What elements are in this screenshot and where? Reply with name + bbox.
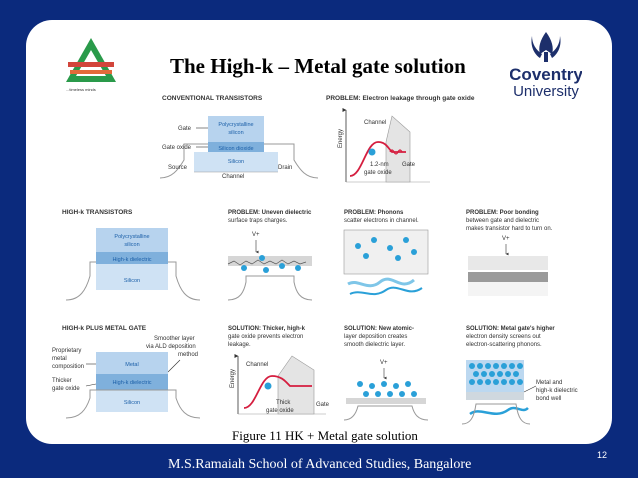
hkmg-thick-2: gate oxide <box>52 386 80 392</box>
phonons-diagram <box>343 229 429 296</box>
leak-channel-label: Channel <box>364 120 386 126</box>
bonding-line3: makes transistor hard to turn on. <box>466 226 553 232</box>
logo-university: University <box>513 83 579 100</box>
conv-source-label: Source <box>168 165 188 171</box>
ald-line1: SOLUTION: New atomic- <box>344 326 414 332</box>
phonons-line2: scatter electrons in channel. <box>344 218 419 224</box>
hk-layer-highk: High-k dielectric <box>112 257 151 263</box>
hkmg-note-1: Smoother layer <box>154 336 195 342</box>
ald-line3: smooth dielectric layer. <box>344 342 405 348</box>
conventional-transistor-diagram: Polycrystalline silicon Silicon dioxide … <box>159 116 319 180</box>
hkmg-transistor-diagram: Smoother layer via ALD deposition method… <box>52 336 201 419</box>
thicker-channel-label: Channel <box>246 362 268 368</box>
hkmg-prop-1: Proprietary <box>52 348 81 354</box>
conv-layer-sio2: Silicon dioxide <box>218 146 253 152</box>
traps-diagram: V+ <box>227 232 313 301</box>
conv-layer-poly-2: silicon <box>228 130 243 136</box>
logo-tagline: ...timeless minds <box>66 87 96 92</box>
ald-diagram: V+ <box>343 360 429 421</box>
conv-layer-si: Silicon <box>228 159 244 165</box>
thicker-gate-label: Gate <box>316 402 330 408</box>
leakage-energy-diagram: Energy Channel 1.2-nm gate oxide Gate <box>338 108 430 183</box>
hkmg-prop-2: metal <box>52 356 67 362</box>
hkmg-thick-1: Thicker <box>52 378 72 384</box>
hkmg-layer-si: Silicon <box>124 400 140 406</box>
traps-line2: surface traps charges. <box>228 218 288 224</box>
thicker-energy-label: Energy <box>230 369 236 388</box>
conv-drain-label: Drain <box>278 165 292 171</box>
conv-layer-poly-1: Polycrystalline <box>218 122 253 128</box>
conv-gate-oxide-label: Gate oxide <box>162 145 192 151</box>
traps-v-label: V+ <box>252 232 260 238</box>
leak-thickness-2: gate oxide <box>364 170 392 176</box>
crest-icon <box>531 32 561 62</box>
thicker-thick-2: gate oxide <box>266 408 294 414</box>
thicker-line2: gate oxide prevents electron <box>228 334 303 340</box>
phonons-line1: PROBLEM: Phonons <box>344 210 404 216</box>
coventry-university-logo: Coventry University <box>510 32 582 100</box>
ald-line2: layer deposition creates <box>344 334 407 340</box>
hkmg-note-3: method <box>178 352 198 358</box>
page-number: 12 <box>597 450 608 460</box>
conventional-heading: CONVENTIONAL TRANSISTORS <box>162 95 263 102</box>
left-institution-logo <box>64 36 118 88</box>
hkmg-prop-3: composition <box>52 364 84 370</box>
metal-bond-2: high-k dielectric <box>536 388 578 394</box>
metal-bond-1: Metal and <box>536 380 562 386</box>
hkmg-layer-highk: High-k dielectric <box>112 380 151 386</box>
thicker-line3: leakage. <box>228 342 251 348</box>
highk-heading: HIGH-k TRANSISTORS <box>62 209 133 216</box>
metal-bond-3: bond well <box>536 396 561 402</box>
hkmg-note-2: via ALD deposition <box>146 344 196 350</box>
metal-diagram: Metal and high-k dielectric bond well <box>461 360 578 425</box>
slide-title: The High-k – Metal gate solution <box>170 54 466 78</box>
metal-line3: electron-scattering phonons. <box>466 342 542 348</box>
hk-layer-poly-2: silicon <box>124 242 139 248</box>
bonding-diagram: V+ <box>468 236 548 296</box>
hkmg-heading: HIGH-k PLUS METAL GATE <box>62 325 147 332</box>
conv-gate-label: Gate <box>178 126 192 132</box>
problem-leakage-heading: PROBLEM: Electron leakage through gate o… <box>326 95 475 102</box>
hk-layer-si: Silicon <box>124 278 140 284</box>
hk-layer-poly-1: Polycrystalline <box>114 234 149 240</box>
bonding-line2: between gate and dielectric <box>466 218 539 224</box>
logo-coventry: Coventry <box>510 65 582 84</box>
metal-line1: SOLUTION: Metal gate's higher <box>466 326 555 332</box>
thicker-thick-1: Thick <box>276 400 291 406</box>
thicker-energy-diagram: Energy Channel Thick gate oxide Gate <box>230 354 330 415</box>
figure-caption: Figure 11 HK + Metal gate solution <box>232 428 418 443</box>
conv-channel-label: Channel <box>222 174 244 180</box>
leak-thickness-1: 1.2-nm <box>370 162 389 168</box>
bonding-v-label: V+ <box>502 236 510 242</box>
slide-footer: M.S.Ramaiah School of Advanced Studies, … <box>168 457 472 472</box>
metal-line2: electron density screens out <box>466 334 541 340</box>
traps-line1: PROBLEM: Uneven dielectric <box>228 210 312 216</box>
thicker-line1: SOLUTION: Thicker, high-k <box>228 326 306 332</box>
leak-energy-label: Energy <box>338 129 344 148</box>
hkmg-layer-metal: Metal <box>125 362 138 368</box>
bonding-line1: PROBLEM: Poor bonding <box>466 210 539 216</box>
ald-v-label: V+ <box>380 360 388 366</box>
highk-transistor-diagram: Polycrystalline silicon High-k dielectri… <box>65 228 201 301</box>
leak-gate-label: Gate <box>402 162 416 168</box>
